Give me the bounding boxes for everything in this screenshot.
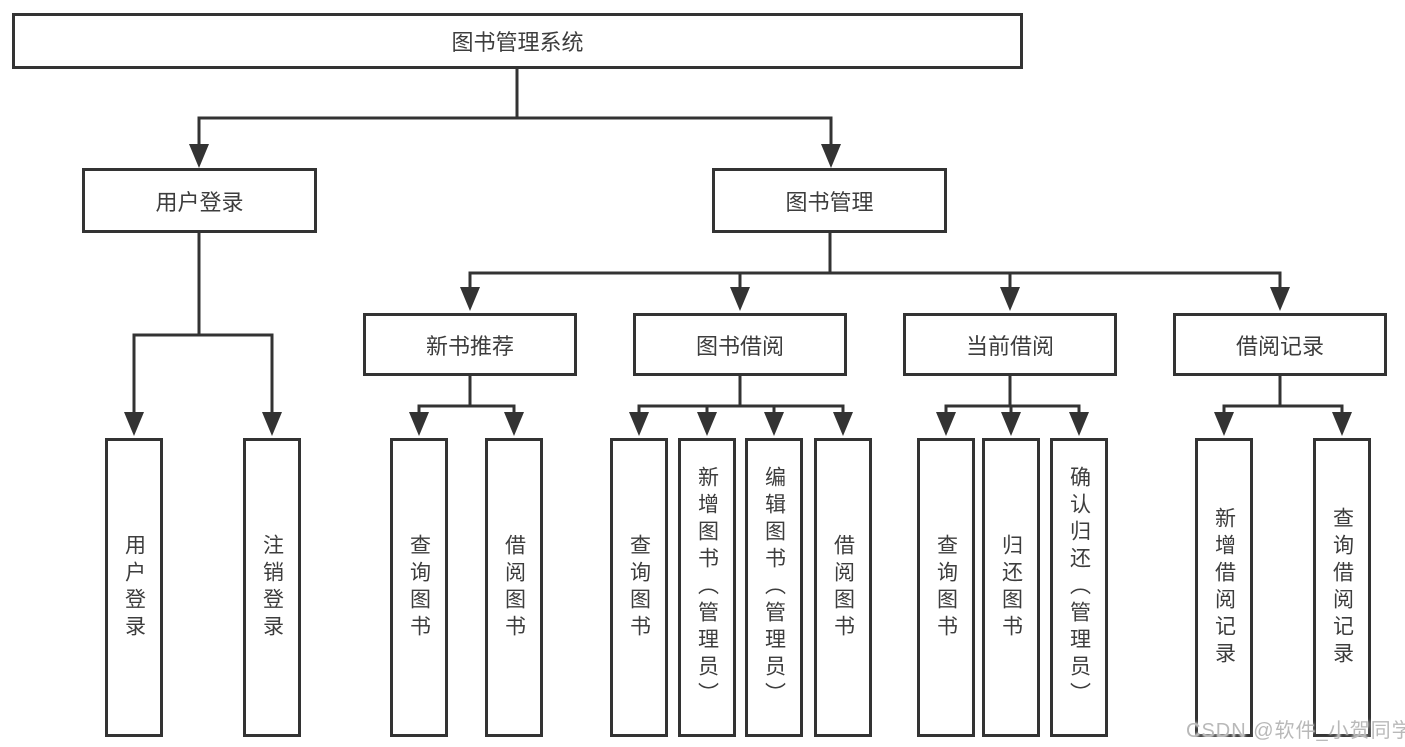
connector-current-borrow-to-leaves xyxy=(936,376,1089,436)
node-current-borrow: 当前借阅 xyxy=(903,313,1117,376)
leaf-logout: 注销登录 xyxy=(243,438,301,737)
node-book-borrow: 图书借阅 xyxy=(633,313,847,376)
leaf-add-borrow-record: 新增借阅记录 xyxy=(1195,438,1253,737)
node-label: 借阅记录 xyxy=(1235,333,1324,359)
connector-user-login-to-leaves xyxy=(124,233,282,436)
leaf-return-books: 归还图书 xyxy=(982,438,1040,737)
node-label: 查询图书 xyxy=(934,533,958,642)
connector-book-management-to-level3 xyxy=(460,233,1290,311)
connector-book-borrow-to-leaves xyxy=(629,376,853,436)
node-label: 图书借阅 xyxy=(695,333,784,359)
node-label: 编辑图书（管理员） xyxy=(762,466,786,709)
node-label: 借阅图书 xyxy=(502,533,526,642)
node-label: 当前借阅 xyxy=(965,333,1054,359)
leaf-borrow-books-1: 借阅图书 xyxy=(485,438,543,737)
node-label: 用户登录 xyxy=(122,533,146,642)
node-label: 新增图书（管理员） xyxy=(695,466,719,709)
node-borrow-records: 借阅记录 xyxy=(1173,313,1387,376)
node-user-login: 用户登录 xyxy=(82,168,317,233)
node-root-library-system: 图书管理系统 xyxy=(12,13,1023,69)
node-label: 查询借阅记录 xyxy=(1330,506,1354,669)
leaf-confirm-return-admin: 确认归还（管理员） xyxy=(1050,438,1108,737)
node-label: 注销登录 xyxy=(260,533,284,642)
leaf-query-books-2: 查询图书 xyxy=(610,438,668,737)
connector-new-book-recommend-to-leaves xyxy=(409,376,524,436)
connector-borrow-records-to-leaves xyxy=(1214,376,1352,436)
leaf-add-books-admin: 新增图书（管理员） xyxy=(678,438,736,737)
node-label: 借阅图书 xyxy=(831,533,855,642)
node-label: 新书推荐 xyxy=(425,333,514,359)
leaf-query-borrow-record: 查询借阅记录 xyxy=(1313,438,1371,737)
node-label: 查询图书 xyxy=(627,533,651,642)
leaf-query-books-3: 查询图书 xyxy=(917,438,975,737)
node-label: 图书管理 xyxy=(785,189,874,215)
node-label: 归还图书 xyxy=(999,533,1023,642)
leaf-query-books-1: 查询图书 xyxy=(390,438,448,737)
connector-root-to-level2 xyxy=(189,69,841,168)
leaf-user-login: 用户登录 xyxy=(105,438,163,737)
node-label: 用户登录 xyxy=(155,189,244,215)
node-label: 查询图书 xyxy=(407,533,431,642)
node-book-management: 图书管理 xyxy=(712,168,947,233)
node-label: 确认归还（管理员） xyxy=(1067,466,1091,709)
leaf-borrow-books-2: 借阅图书 xyxy=(814,438,872,737)
csdn-watermark: CSDN @软件_小贺同学 xyxy=(1186,720,1405,742)
leaf-edit-books-admin: 编辑图书（管理员） xyxy=(745,438,803,737)
node-label: 图书管理系统 xyxy=(451,30,584,55)
node-new-book-recommend: 新书推荐 xyxy=(363,313,577,376)
node-label: 新增借阅记录 xyxy=(1212,506,1236,669)
